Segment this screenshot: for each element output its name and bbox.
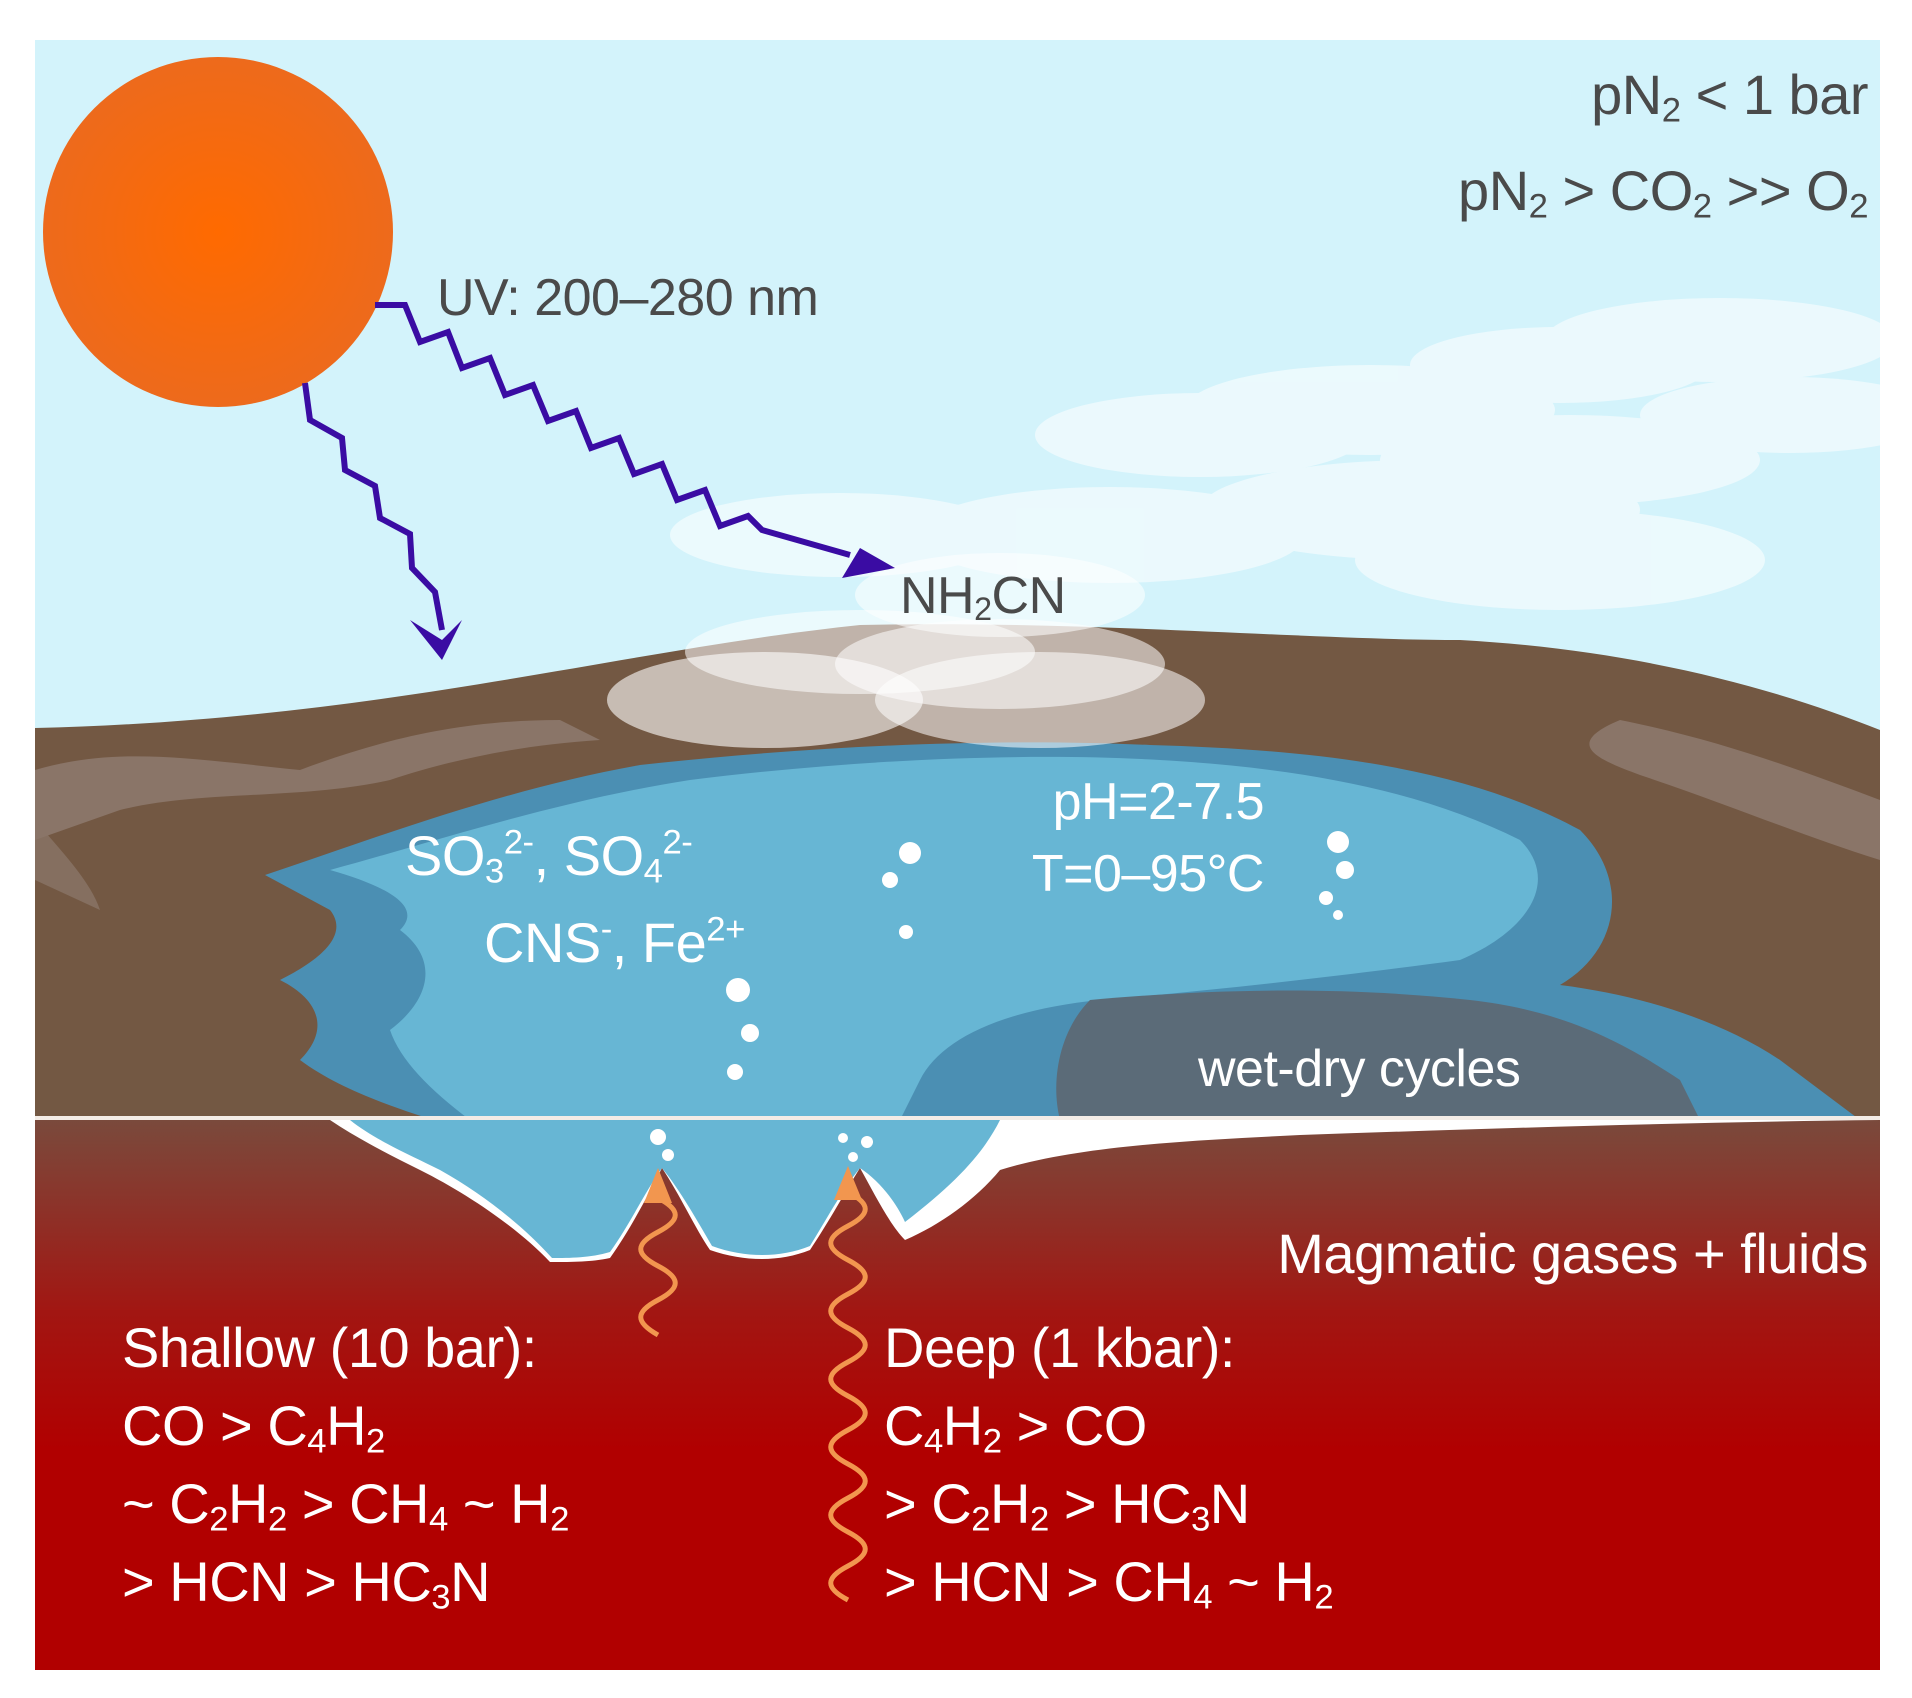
shallow-line-1: CO > C4H2: [122, 1394, 385, 1461]
pool-vent-lobe: [350, 1120, 1000, 1258]
steam-clouds-icon: [607, 553, 1205, 748]
heat-arrow-icon: [638, 1189, 868, 1603]
uv-arrow-icon: [302, 302, 851, 631]
pn2-label: pN2 < 1 bar: [1591, 63, 1868, 130]
heat-arrowheads: [644, 1166, 862, 1203]
deep-line-3: > HCN > CH4 ~ H2: [884, 1550, 1334, 1617]
cyanamide-label: NH2CN: [900, 567, 1066, 628]
gas-bubbles-icon: [650, 831, 1354, 1162]
cloud-bank-icon: [670, 298, 1912, 610]
pool-surface: [330, 756, 1538, 1120]
wet-dry-shelf: [1056, 990, 1700, 1120]
magma-layer: [35, 1120, 1880, 1670]
temperature-label: T=0–95°C: [1031, 845, 1265, 903]
gas-ratio-label: pN2 > CO2 >> O2: [1458, 159, 1868, 226]
sun-icon: [43, 57, 393, 407]
cns-fe-ions-label: CNS-, Fe2+: [484, 910, 745, 974]
shallow-line-3: > HCN > HC3N: [122, 1550, 491, 1617]
shallow-line-2: ~ C2H2 > CH4 ~ H2: [122, 1472, 569, 1539]
deep-title: Deep (1 kbar):: [884, 1316, 1235, 1379]
sulfur-ions-label: SO32-, SO42-: [405, 823, 693, 891]
uv-wavelength-label: UV: 200–280 nm: [437, 269, 819, 327]
deep-line-1: C4H2 > CO: [884, 1394, 1147, 1461]
ph-label: pH=2-7.5: [1052, 773, 1265, 831]
wet-dry-cycles-label: wet-dry cycles: [1198, 1040, 1521, 1098]
rim-highlight: [35, 720, 1880, 910]
uv-arrowheads: [410, 548, 895, 660]
deep-line-2: > C2H2 > HC3N: [884, 1472, 1250, 1539]
magmatic-gases-label: Magmatic gases + fluids: [1277, 1222, 1868, 1285]
shallow-title: Shallow (10 bar):: [122, 1316, 537, 1379]
